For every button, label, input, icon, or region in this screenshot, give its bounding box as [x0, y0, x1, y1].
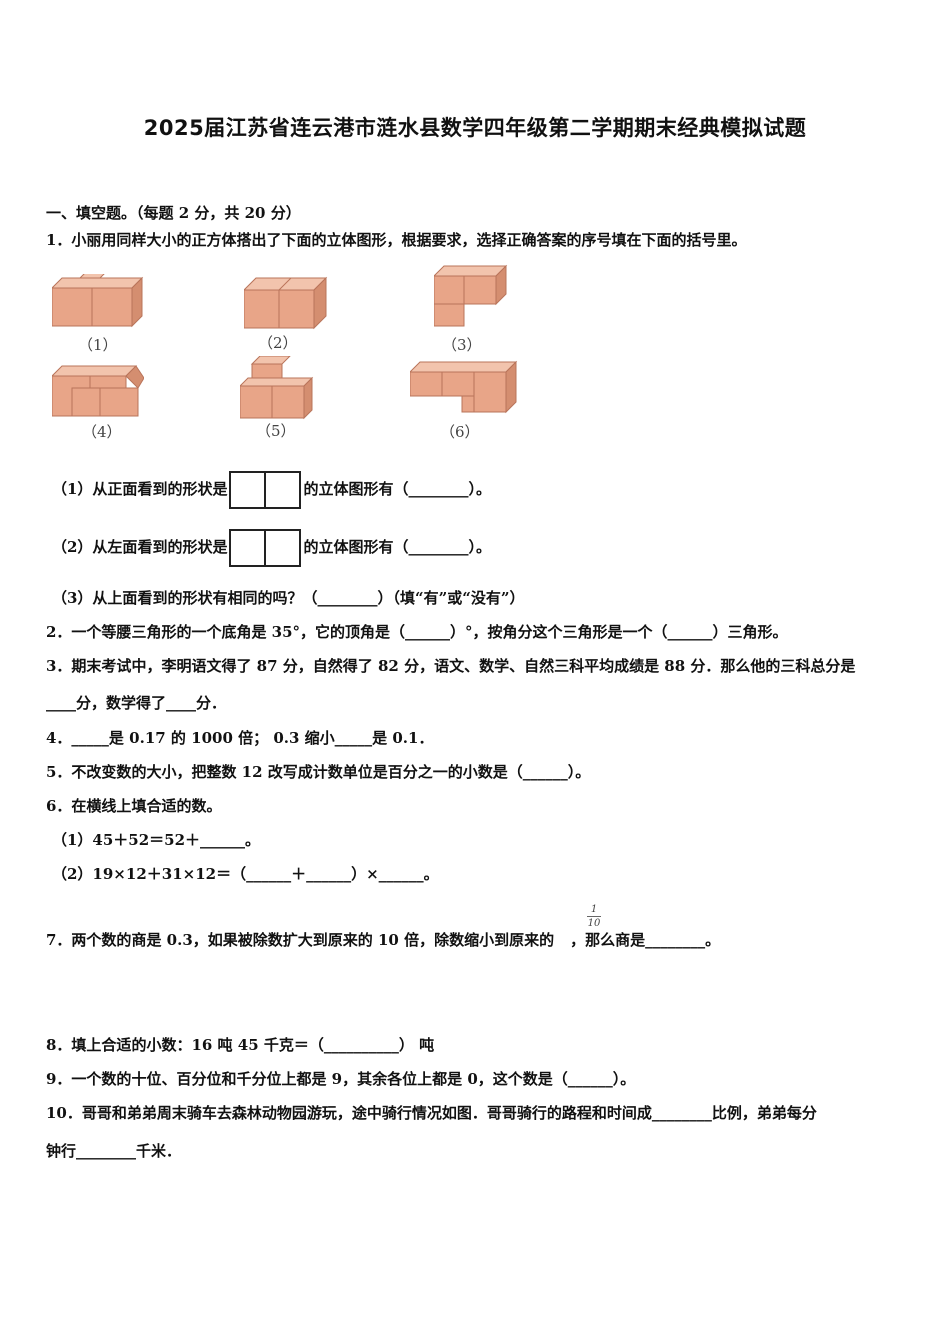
- question-6-sub-2: （2）19×12＋31×12＝（______＋______）×______。: [52, 865, 439, 883]
- figure-caption: （5）: [256, 422, 296, 440]
- page-title: 2025届江苏省连云港市涟水县数学四年级第二学期期末经典模拟试题: [143, 116, 807, 140]
- figure-caption: （3）: [442, 336, 482, 354]
- figure-caption: （1）: [78, 336, 118, 354]
- question-4: 4．_____是 0.17 的 1000 倍； 0.3 缩小_____是 0.1…: [46, 729, 434, 747]
- figure-caption: （2）: [258, 334, 298, 352]
- cube-figure-3: [434, 264, 508, 330]
- question-1-sub-1: （1）从正面看到的形状是的立体图形有（________）。: [52, 470, 491, 509]
- cube-figure-1: [52, 274, 152, 328]
- two-square-shape: [229, 471, 302, 509]
- cube-figure-4: [52, 364, 144, 420]
- question-6-sub-1: （1）45＋52＝52＋______。: [52, 831, 261, 849]
- question-2: 2．一个等腰三角形的一个底角是 35°，它的顶角是（______）°，按角分这个…: [46, 623, 788, 641]
- question-10-line-2: 钟行________千米．: [46, 1142, 182, 1160]
- question-8: 8．填上合适的小数：16 吨 45 千克＝（__________） 吨: [46, 1036, 435, 1054]
- question-3-line-1: 3．期末考试中，李明语文得了 87 分，自然得了 82 分，语文、数学、自然三科…: [46, 657, 856, 675]
- figure-caption: （6）: [440, 423, 480, 441]
- cube-figure-6: [410, 360, 520, 416]
- question-10-line-1: 10．哥哥和弟弟周末骑车去森林动物园游玩，途中骑行情况如图．哥哥骑行的路程和时间…: [46, 1104, 817, 1122]
- cube-figure-2: [244, 276, 328, 330]
- question-6: 6．在横线上填合适的数。: [46, 797, 222, 815]
- question-3-line-2: ____分，数学得了____分．: [46, 694, 227, 712]
- question-9: 9．一个数的十位、百分位和千分位上都是 9，其余各位上都是 0，这个数是（___…: [46, 1070, 636, 1088]
- cube-figure-5: [240, 356, 314, 420]
- question-1-stem: 1．小丽用同样大小的正方体搭出了下面的立体图形，根据要求，选择正确答案的序号填在…: [46, 231, 747, 249]
- question-5: 5．不改变数的大小，把整数 12 改写成计数单位是百分之一的小数是（______…: [46, 763, 591, 781]
- question-1-sub-2: （2）从左面看到的形状是的立体图形有（________）。: [52, 528, 491, 567]
- question-1-sub-3: （3）从上面看到的形状有相同的吗？（________）（填“有”或“没有”）: [52, 589, 525, 607]
- figure-caption: （4）: [82, 423, 122, 441]
- section-heading: 一、填空题。（每题 2 分，共 20 分）: [46, 204, 301, 222]
- two-square-shape: [229, 529, 302, 567]
- question-7: 7．两个数的商是 0.3，如果被除数扩大到原来的 10 倍，除数缩小到原来的，那…: [46, 931, 721, 949]
- fraction-one-tenth: 1 10: [587, 904, 601, 929]
